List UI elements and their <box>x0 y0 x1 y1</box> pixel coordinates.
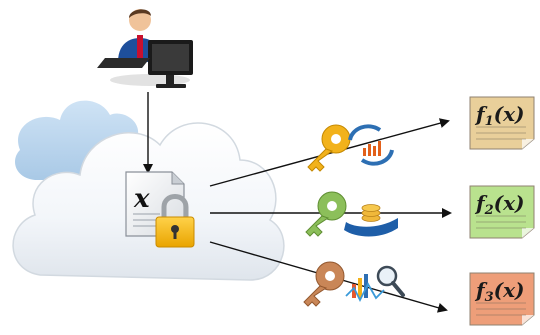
function-label: f2(x) <box>474 191 525 218</box>
function-label: f1(x) <box>474 102 525 129</box>
user-at-computer-icon <box>97 9 193 88</box>
note-fold <box>522 228 534 238</box>
key-with-hand-coins-icon <box>305 191 398 237</box>
function-label: f3(x) <box>474 278 525 305</box>
function-note-f1: f1(x) <box>469 96 535 150</box>
note-fold <box>522 139 534 149</box>
key-with-analytics-icon <box>307 124 394 172</box>
function-note-f2: f2(x) <box>469 185 535 239</box>
function-note-f3: f3(x) <box>469 272 535 326</box>
key-with-chart-search-icon <box>303 261 405 307</box>
locked-document-icon: x <box>125 171 195 248</box>
document-symbol: x <box>133 184 150 214</box>
note-fold <box>522 315 534 325</box>
